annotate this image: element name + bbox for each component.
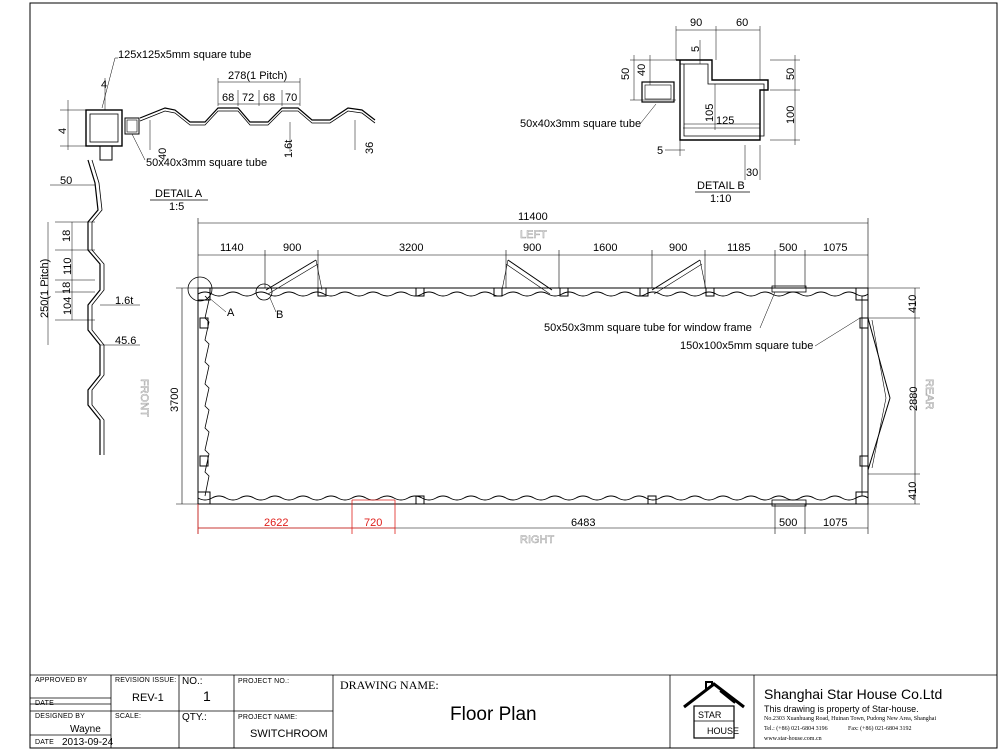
top-dim-1: 1140 [220, 242, 244, 254]
detail-b-dim-50-right: 50 [785, 68, 797, 80]
company-web: www.star-house.com.cn [764, 736, 822, 742]
sheet-border [29, 2, 998, 749]
company-tel: Tel.: (+86) 021-6804 3196 [764, 726, 828, 732]
approved-by-label: APPROVED BY [35, 677, 88, 684]
detail-a-dim-4-left: 4 [57, 128, 69, 134]
marker-a: A [227, 307, 235, 319]
detail-b-dim-60: 60 [736, 17, 748, 29]
drawing-name-label: DRAWING NAME: [340, 678, 439, 692]
detail-b-tube-label: 50x40x3mm square tube [520, 118, 641, 130]
company-address: No.2303 Xuanhuang Road, Huinan Town, Pud… [764, 716, 937, 722]
project-no-label: PROJECT NO.: [238, 678, 290, 685]
front-width-dim: 3700 [169, 388, 181, 412]
side-label-left: LEFT [520, 229, 547, 241]
project-name-label: PROJECT NAME: [238, 714, 298, 721]
top-dim-8: 500 [779, 242, 797, 254]
detail-a-dim-68b: 68 [263, 92, 275, 104]
bottom-dim-3: 1075 [823, 517, 847, 529]
detail-a-tube-small-label: 50x40x3mm square tube [146, 157, 267, 169]
detail-a-dim-4-top: 4 [101, 79, 107, 91]
designed-by-label: DESIGNED BY [35, 713, 86, 720]
detail-b-dim-5-bottom: 5 [657, 145, 663, 157]
date-label-1: DATE [35, 700, 54, 707]
no-label: NO.: [182, 676, 203, 687]
detail-b-dim-30: 30 [746, 167, 758, 179]
detail-b-dim-5-top: 5 [690, 46, 702, 52]
top-dim-5: 1600 [593, 242, 617, 254]
overall-length-dim: 11400 [518, 211, 548, 223]
no-value: 1 [203, 688, 211, 704]
revision-issue-value: REV-1 [132, 692, 164, 704]
top-dim-4: 900 [523, 242, 541, 254]
detail-a-dim-36: 36 [364, 142, 376, 154]
bottom-dim-1: 6483 [571, 517, 595, 529]
detail-a-dim-50: 50 [60, 175, 72, 187]
property-notice: This drawing is property of Star-house. [764, 704, 919, 714]
side-label-front: FRONT [138, 379, 150, 417]
detail-a-dim-68a: 68 [222, 92, 234, 104]
date-label-2: DATE [35, 739, 54, 746]
detail-b-dim-100: 100 [785, 106, 797, 124]
revision-issue-label: REVISION ISSUE: [115, 677, 177, 684]
detail-a-dim-72: 72 [242, 92, 254, 104]
detail-a-dim-40: 40 [157, 148, 169, 160]
marker-b: B [276, 309, 283, 321]
detail-b [630, 26, 800, 193]
company-name: Shanghai Star House Co.Ltd [764, 686, 943, 702]
detail-a [47, 57, 376, 455]
detail-a-scale: 1:5 [169, 201, 184, 213]
company-fax: Fax: (+86) 021-6804 3192 [848, 726, 912, 732]
detail-b-dim-50-left: 50 [620, 68, 632, 80]
floor-plan-outline [187, 259, 891, 507]
top-dim-7: 1185 [727, 242, 751, 254]
rear-dim-2: 2880 [908, 387, 920, 411]
company-logo [683, 681, 745, 739]
detail-a-pitch-v-dim: 250(1 Pitch) [39, 259, 51, 318]
bottom-dim-red-1: 2622 [264, 517, 288, 529]
top-dim-9: 1075 [823, 242, 847, 254]
plan-dimensions [176, 218, 920, 534]
top-dim-3: 3200 [399, 242, 423, 254]
top-dim-2: 900 [283, 242, 301, 254]
detail-a-dim-16t-b: 1.6t [115, 295, 133, 307]
top-dim-6: 900 [669, 242, 687, 254]
bottom-dim-2: 500 [779, 517, 797, 529]
date-value: 2013-09-24 [62, 737, 114, 748]
detail-b-scale: 1:10 [710, 193, 731, 205]
logo-text-house: HOUSE [707, 726, 739, 736]
detail-a-tube-main-label: 125x125x5mm square tube [118, 49, 251, 61]
project-name-value: SWITCHROOM [250, 728, 328, 740]
detail-b-title: DETAIL B [697, 180, 745, 192]
scale-label: SCALE: [115, 713, 142, 720]
title-block-grid [30, 674, 997, 748]
drawing-name-value: Floor Plan [450, 704, 537, 725]
detail-a-dim-110: 110 [62, 257, 74, 275]
rear-dim-3: 410 [907, 482, 919, 500]
rear-dim-1: 410 [907, 295, 919, 313]
detail-a-dim-16t: 1.6t [283, 140, 295, 158]
detail-a-title: DETAIL A [155, 188, 203, 200]
detail-a-dim-18a: 18 [61, 230, 73, 242]
detail-a-dim-18b: 18 [61, 282, 73, 294]
detail-a-dim-70: 70 [285, 92, 297, 104]
detail-b-dim-105: 105 [704, 104, 716, 122]
detail-a-pitch-dim: 278(1 Pitch) [228, 70, 287, 82]
detail-b-dim-125: 125 [716, 115, 734, 127]
side-label-rear: REAR [923, 379, 935, 410]
callout-main-tube: 150x100x5mm square tube [680, 340, 813, 352]
logo-text-star: STAR [698, 710, 722, 720]
side-label-right: RIGHT [520, 534, 555, 546]
bottom-dim-red-2: 720 [364, 517, 382, 529]
callout-window-frame: 50x50x3mm square tube for window frame [544, 322, 752, 334]
detail-b-dim-40-left: 40 [636, 64, 648, 76]
designed-by-value: Wayne [70, 724, 101, 735]
detail-a-dim-104: 104 [62, 297, 74, 315]
detail-b-dim-90: 90 [690, 17, 702, 29]
detail-a-dim-456: 45.6 [115, 335, 136, 347]
qty-label: QTY.: [182, 712, 207, 723]
red-dimensions [197, 499, 396, 534]
